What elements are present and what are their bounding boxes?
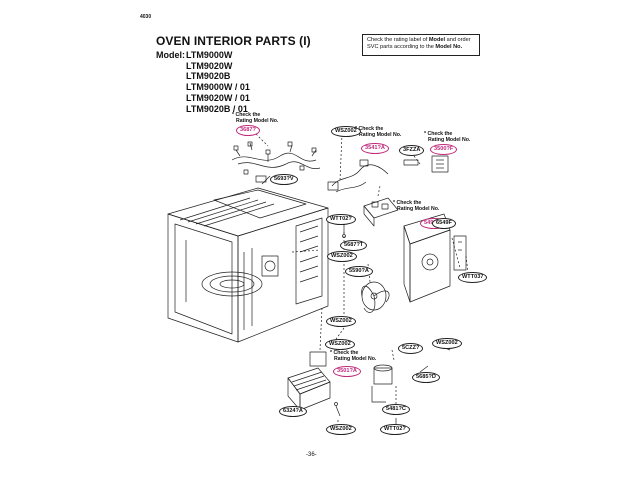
model-item: LTM9020B: [186, 71, 231, 82]
check-note-line: * Check the: [424, 131, 453, 137]
check-note-line: Rating Model No.: [236, 118, 279, 124]
part-label: WTT037: [458, 272, 488, 283]
page-number: -36-: [306, 452, 317, 458]
page-title: OVEN INTERIOR PARTS (I): [156, 34, 311, 48]
part-label: WTT02?: [380, 424, 410, 435]
part-label: 3500?F: [430, 144, 458, 155]
corner-mark: 4030: [140, 14, 152, 20]
part-label: WTT02?: [326, 214, 356, 225]
note-text-1: Check the rating label of: [367, 37, 429, 43]
model-item: LTM9020W / 01: [186, 92, 250, 103]
check-note-line: Rating Model No.: [334, 356, 377, 362]
fan-blade-icon: [361, 281, 390, 313]
rating-note-box: Check the rating label of Model and orde…: [362, 34, 480, 56]
model-item: LTM9020W: [186, 60, 233, 71]
check-note-line: Rating Model No.: [428, 137, 471, 143]
part-label: 6324?A: [279, 406, 307, 417]
model-item: LTM9020B / 01: [186, 103, 248, 114]
part-label: 5687?T: [340, 240, 368, 251]
check-note-line: Rating Model No.: [359, 132, 402, 138]
check-note: * Check the Rating Model No.: [232, 112, 278, 124]
part-label: 3FZZA: [399, 145, 425, 156]
fuse-icon: [403, 159, 419, 166]
model-list: LTM9000W LTM9020W LTM9020B LTM9000W / 01…: [186, 50, 250, 114]
wire-harness: [231, 141, 321, 175]
part-label: 5693?V: [270, 174, 298, 185]
part-label: 3541?A: [361, 143, 389, 154]
model-label: Model:: [156, 50, 185, 60]
check-note-line: * Check the: [232, 112, 261, 118]
part-label: 5481?C: [382, 404, 410, 415]
part-label: WSZ002: [326, 424, 356, 435]
check-note-line: * Check the: [355, 126, 384, 132]
check-note: * Check the Rating Model No.: [355, 126, 401, 138]
part-label: WSZ002: [331, 126, 361, 137]
check-note: * Check the Rating Model No.: [330, 350, 376, 362]
hood-switch-icon: [431, 155, 449, 173]
part-label: 6549F: [432, 218, 456, 229]
note-bold-1: Model: [428, 37, 446, 43]
thermal-sensor-icon: [255, 175, 267, 183]
noise-filter-icon: [363, 197, 399, 227]
check-note: * Check the Rating Model No.: [424, 131, 470, 143]
model-item: LTM9000W: [186, 50, 233, 60]
hv-capacitor-icon: [371, 364, 393, 403]
part-label: 5685?D: [412, 372, 440, 383]
part-label: WSZ002: [432, 338, 462, 349]
part-label: 5CZZ?: [398, 343, 424, 354]
check-note-line: Rating Model No.: [397, 206, 440, 212]
check-note: * Check the Rating Model No.: [393, 200, 439, 212]
check-note-line: * Check the: [393, 200, 422, 206]
part-label: WSZ002: [325, 339, 355, 350]
model-item: LTM9000W / 01: [186, 82, 250, 93]
part-label: 3687?: [236, 125, 260, 136]
note-text-2: and order SVC parts according to the: [367, 37, 471, 51]
note-bold-2: Model No.: [435, 44, 463, 51]
magnetron-icon: [287, 351, 331, 411]
oven-cavity: [167, 187, 329, 343]
part-label: WSZ002: [327, 251, 357, 262]
check-note-line: * Check the: [330, 350, 359, 356]
part-label: 5590?A: [345, 266, 373, 277]
part-label: WSZ002: [326, 316, 356, 327]
door-switch-harness: [327, 159, 389, 193]
part-label: 3501?A: [333, 366, 361, 377]
